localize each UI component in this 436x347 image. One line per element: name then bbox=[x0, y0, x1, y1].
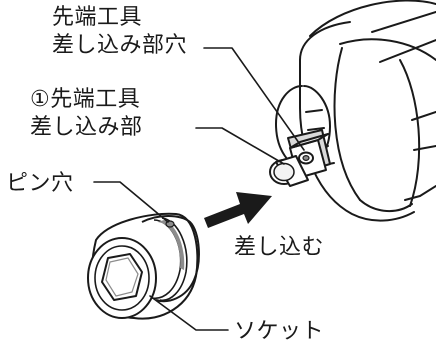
label-insert-part-line1: ①先端工具 bbox=[30, 87, 141, 112]
socket bbox=[87, 212, 200, 320]
label-socket-hole-line1: 先端工具 bbox=[52, 5, 143, 30]
leader-lines bbox=[93, 47, 305, 331]
label-insert-part: ①先端工具 差し込み部 bbox=[30, 86, 143, 142]
leader-socket bbox=[149, 295, 229, 331]
label-socket-hole-line2: 差し込み部穴 bbox=[52, 33, 188, 58]
leader-pin-hole bbox=[93, 181, 169, 223]
label-insert-action: 差し込む bbox=[234, 235, 325, 260]
label-socket: ソケット bbox=[234, 319, 325, 344]
leader-socket-hole bbox=[203, 47, 305, 151]
anvil bbox=[269, 129, 331, 187]
driver-body bbox=[275, 0, 436, 222]
leader-insert-part bbox=[195, 127, 285, 165]
label-insert-part-line2: 差し込み部 bbox=[30, 115, 143, 140]
label-socket-hole: 先端工具 差し込み部穴 bbox=[52, 4, 187, 60]
label-pin-hole: ピン穴 bbox=[6, 171, 74, 196]
insert-direction-arrow-icon bbox=[204, 192, 272, 228]
